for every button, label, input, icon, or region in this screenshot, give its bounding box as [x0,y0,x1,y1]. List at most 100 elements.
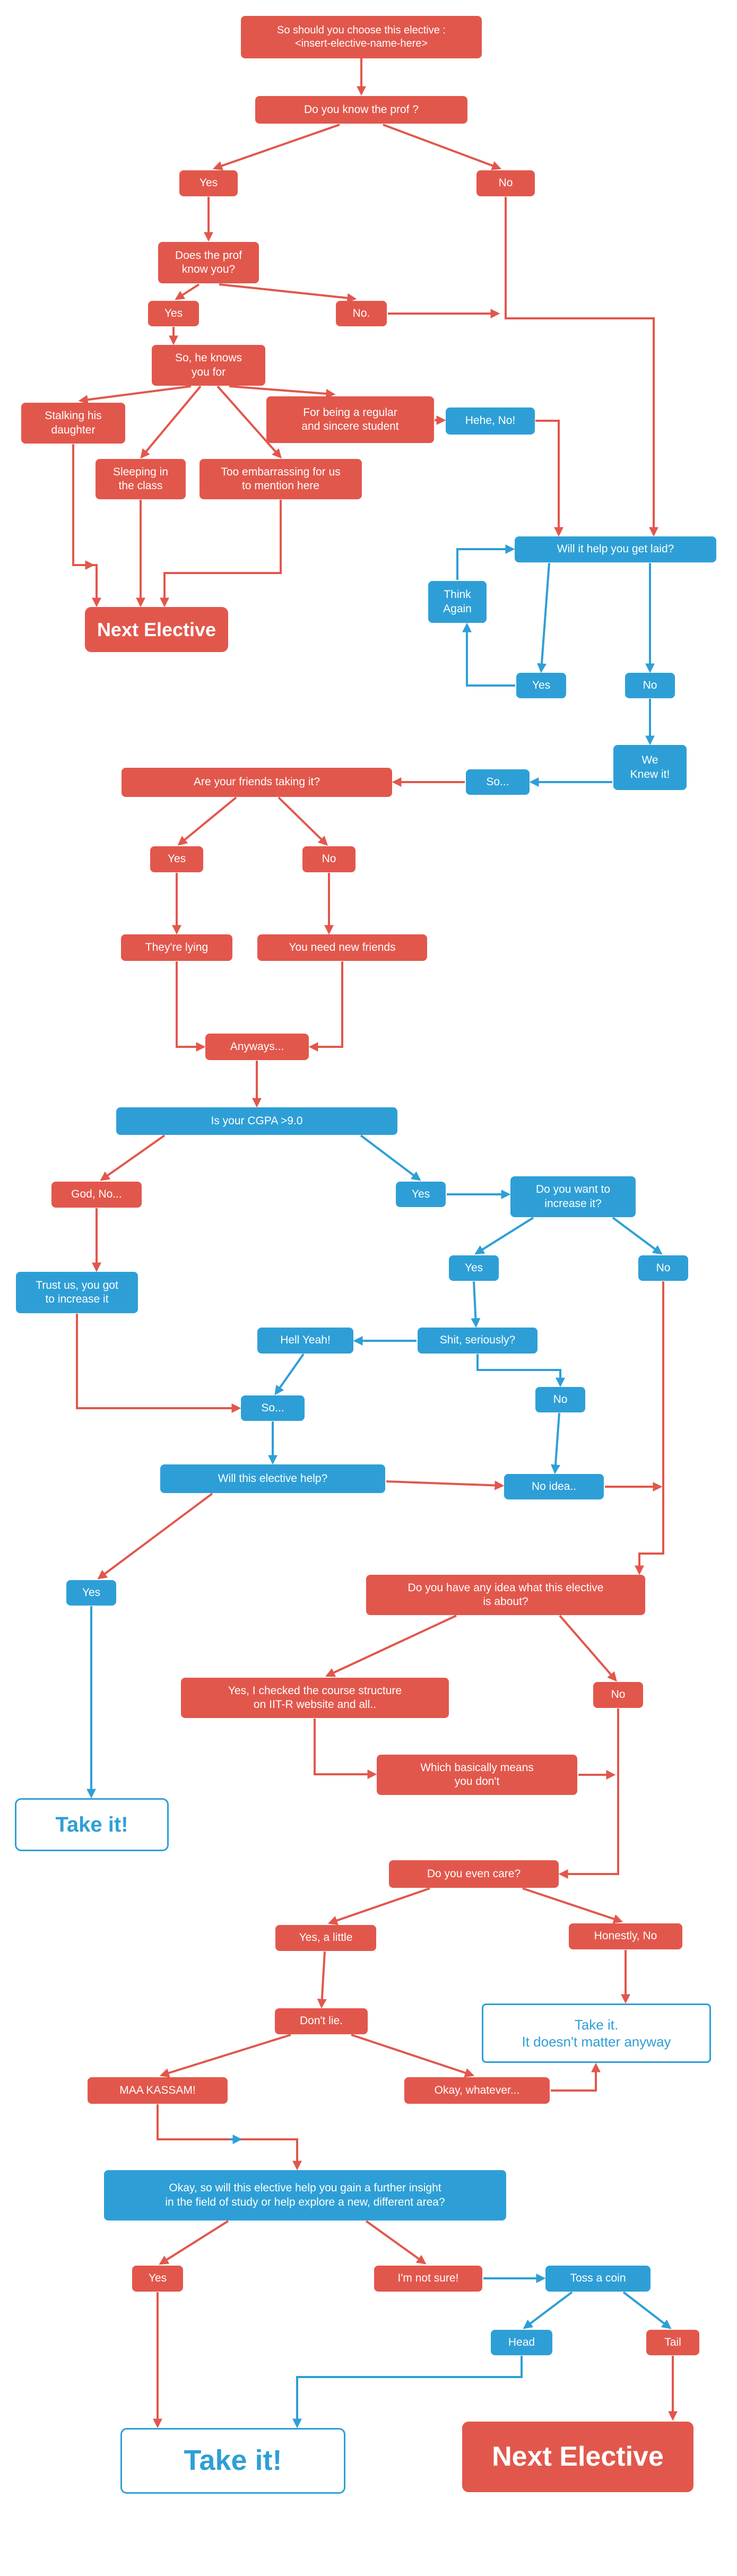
node-no-idea: No idea.. [504,1474,604,1499]
node-which-basically: Which basically means you don't [377,1755,577,1795]
edge-insight-to-yes [159,2220,229,2265]
edge-know-prof-to-yes [212,124,340,171]
node-head: Head [491,2330,552,2355]
edge-any-idea-to-no [559,1615,617,1682]
edge-shit-to-no [476,1354,565,1387]
node-dont-lie: Don't lie. [275,2008,368,2034]
edge-knows-to-stalking [78,385,192,405]
node-think-again: Think Again [428,581,487,623]
node-yes-a-little: Yes, a little [275,1925,376,1951]
edge-think-again-to-get-laid [456,544,515,580]
edge-new-friends-to-anyways [308,961,343,1052]
node-hell-yeah: Hell Yeah! [257,1328,353,1354]
node-no-know-prof: No [476,170,535,196]
edge-maa-kassam-to-insight-question [157,2104,302,2171]
node-tail: Tail [646,2330,699,2355]
edge-yes-to-shit-seriously [471,1281,481,1328]
node-insight-question: Okay, so will this elective help you gai… [104,2170,506,2221]
node-no-increase: No [638,1255,688,1281]
node-he-knows-you-for: So, he knows you for [152,345,265,386]
node-stalking-daughter: Stalking his daughter [21,403,125,444]
node-okay-whatever: Okay, whatever... [404,2077,550,2104]
node-next-elective-1: Next Elective [85,607,228,652]
node-start: So should you choose this elective : <in… [241,16,482,58]
edge-yes-to-think-again [462,622,515,687]
node-yes-know-prof: Yes [179,170,238,196]
node-want-increase: Do you want to increase it? [510,1176,636,1217]
node-any-idea: Do you have any idea what this elective … [366,1575,645,1615]
node-new-friends: You need new friends [257,934,427,961]
edge-dont-lie-to-maa-kassam [159,2034,291,2078]
node-checked-structure: Yes, I checked the course structure on I… [181,1678,449,1718]
edge-head-to-take-it [292,2356,523,2428]
edge-hell-yeah-to-so [274,1353,305,1395]
edge-any-idea-to-checked [325,1615,457,1677]
edge-checked-to-which-basically [314,1719,377,1779]
edge-dont-lie-to-okay-whatever [351,2034,475,2078]
node-so-2: So... [241,1395,305,1421]
edge-knows-to-regular-student [229,385,336,398]
node-yes-laid: Yes [516,673,566,698]
node-no-friends: No [302,846,356,872]
node-hehe-no: Hehe, No! [446,407,535,435]
node-next-elective-2: Next Elective [462,2422,693,2492]
node-no-laid: No [625,673,675,698]
node-we-knew-it: We Knew it! [613,745,687,790]
node-regular-student: For being a regular and sincere student [266,396,434,443]
node-cgpa: Is your CGPA >9.0 [116,1107,397,1135]
edge-even-care-to-yes-a-little [327,1887,430,1926]
node-take-it-anyway: Take it. It doesn't matter anyway [482,2003,711,2063]
edge-knows-to-sleeping [140,385,202,459]
node-no-prof-knows: No. [336,301,387,326]
edge-toss-to-head [523,2291,573,2329]
node-elective-help: Will this elective help? [160,1464,385,1493]
edge-yes-a-little-to-dont-lie [317,1951,327,2009]
edge-prof-know-you-to-yes [175,283,200,300]
edge-friends-to-yes [177,796,237,846]
edge-prof-know-you-to-no [219,283,357,303]
node-friends-taking: Are your friends taking it? [122,768,392,797]
edge-lying-to-anyways [176,961,206,1052]
edge-cgpa-to-yes [360,1134,421,1181]
node-not-sure: I'm not sure! [374,2266,482,2292]
node-god-no: God, No... [51,1182,142,1208]
node-yes-help: Yes [66,1580,116,1606]
edge-hehe-no-to-get-laid [535,420,563,537]
node-yes-increase: Yes [449,1255,499,1281]
edge-cgpa-to-god-no [100,1134,166,1181]
node-yes-insight: Yes [132,2266,183,2292]
node-anyways: Anyways... [205,1034,309,1060]
node-trust-us: Trust us, you got to increase it [16,1272,138,1313]
edge-know-prof-to-no [383,124,502,170]
node-sleeping-class: Sleeping in the class [96,459,186,499]
edge-no-increase-to-any-idea [635,1281,664,1575]
node-even-care: Do you even care? [389,1860,559,1888]
edge-no-to-no-idea [551,1412,560,1475]
node-yes-friends: Yes [150,846,203,872]
edge-toss-to-tail [622,2291,672,2329]
node-know-prof: Do you know the prof ? [255,96,467,124]
node-shit-seriously: Shit, seriously? [418,1328,537,1354]
edge-friends-to-no [278,796,328,846]
node-too-embarrassing: Too embarrassing for us to mention here [200,459,362,499]
node-take-it-1: Take it! [15,1798,169,1851]
node-theyre-lying: They're lying [121,934,232,961]
edge-even-care-to-honestly-no [522,1887,623,1924]
edge-want-increase-to-yes [474,1217,534,1255]
edge-want-increase-to-no [612,1217,663,1255]
node-take-it-2: Take it! [120,2428,345,2494]
edge-no-to-even-care [558,1708,619,1879]
node-no-serious: No [535,1387,585,1412]
node-yes-prof-knows: Yes [148,301,199,326]
edge-too-embarrassing-to-next-elective [160,500,282,608]
edge-trust-us-to-so [76,1314,241,1413]
edge-insight-to-not-sure [365,2220,427,2265]
edge-okay-whatever-to-take-it-anyway [551,2062,601,2092]
edge-elective-help-to-no-idea [386,1480,505,1490]
node-get-laid: Will it help you get laid? [515,536,716,562]
edge-no-path-to-get-laid [505,197,658,537]
node-prof-know-you: Does the prof know you? [158,242,259,283]
edge-elective-help-to-yes [97,1493,213,1580]
